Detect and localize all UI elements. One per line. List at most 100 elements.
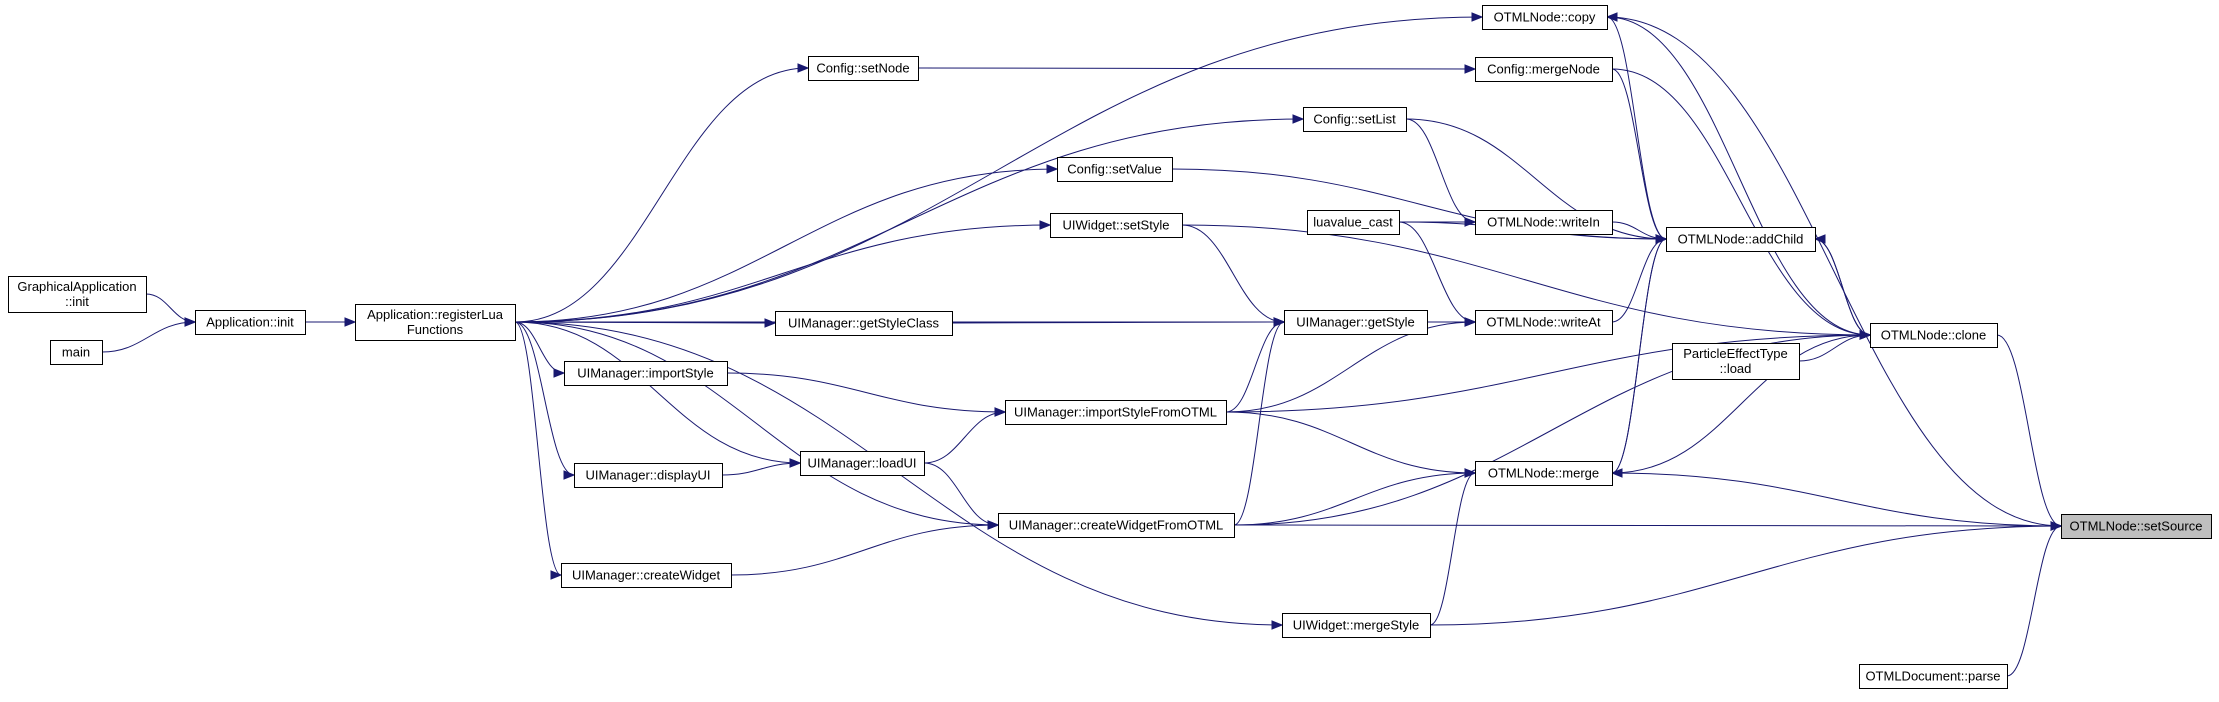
node-box xyxy=(1057,157,1173,182)
node-box xyxy=(195,310,306,335)
node-box xyxy=(1672,343,1800,380)
edge-line xyxy=(1814,238,1871,336)
edge-register-lua-to-uimanager-getstyleclass xyxy=(514,318,777,328)
edge-uimanager-loadui-to-uimanager-importstylefromotml xyxy=(923,407,1007,464)
edge-uiwidget-mergestyle-to-setsource xyxy=(1429,521,2063,626)
node-box xyxy=(2061,514,2212,539)
edge-line xyxy=(1798,334,1871,362)
edge-register-lua-to-config-setvalue xyxy=(514,164,1059,323)
arrowhead-icon xyxy=(184,317,197,327)
node-uimanager-getstyleclass[interactable]: UIManager::getStyleClass xyxy=(775,311,953,336)
edge-register-lua-to-uimanager-createwidget xyxy=(514,321,563,580)
edge-line xyxy=(1181,224,1871,336)
node-otml-copy[interactable]: OTMLNode::copy xyxy=(1482,5,1608,30)
arrowhead-icon xyxy=(1813,234,1826,244)
node-label: UIManager::createWidgetFromOTML xyxy=(1009,518,1224,533)
arrowhead-icon xyxy=(1046,164,1059,174)
edge-particle-load-to-otml-clone xyxy=(1798,330,1872,362)
node-config-setlist[interactable]: Config::setList xyxy=(1303,107,1407,132)
node-otml-writeat[interactable]: OTMLNode::writeAt xyxy=(1475,310,1613,335)
node-uimanager-displayui[interactable]: UIManager::displayUI xyxy=(574,463,723,488)
node-uimanager-importstyle[interactable]: UIManager::importStyle xyxy=(564,361,728,386)
node-otml-writein[interactable]: OTMLNode::writeIn xyxy=(1475,210,1613,235)
node-label: OTMLNode::copy xyxy=(1494,10,1596,25)
node-otmldocument-parse[interactable]: OTMLDocument::parse xyxy=(1859,664,2008,689)
edge-line xyxy=(514,16,1483,323)
edge-uimanager-createwidgetfromotml-to-otml-merge xyxy=(1233,468,1477,526)
edge-line xyxy=(923,411,1006,464)
node-label: UIWidget::mergeStyle xyxy=(1293,618,1419,633)
edge-config-mergenode-to-otml-addchild xyxy=(1611,68,1668,244)
edge-otmldocument-parse-to-setsource xyxy=(2006,521,2063,677)
node-otml-clone[interactable]: OTMLNode::clone xyxy=(1870,323,1998,348)
node-graphical-init[interactable]: GraphicalApplication::init xyxy=(8,276,147,313)
node-box xyxy=(1475,210,1613,235)
edge-otml-clone-to-setsource xyxy=(1996,334,2063,531)
node-config-mergenode[interactable]: Config::mergeNode xyxy=(1475,57,1613,82)
node-label: UIManager::importStyle xyxy=(577,366,714,381)
node-box xyxy=(998,513,1235,538)
edge-line xyxy=(1398,221,1476,323)
node-uimanager-loadui[interactable]: UIManager::loadUI xyxy=(800,451,925,476)
edge-line xyxy=(1225,334,1871,413)
node-uiwidget-setstyle[interactable]: UIWidget::setStyle xyxy=(1050,213,1183,238)
node-box xyxy=(1870,323,1998,348)
node-main[interactable]: main xyxy=(50,340,103,365)
edge-uimanager-createwidget-to-uimanager-createwidgetfromotml xyxy=(730,520,1000,576)
node-otml-addchild[interactable]: OTMLNode::addChild xyxy=(1666,227,1816,252)
node-setsource[interactable]: OTMLNode::setSource xyxy=(2061,514,2212,539)
node-box xyxy=(1482,5,1608,30)
node-uimanager-createwidget[interactable]: UIManager::createWidget xyxy=(561,563,732,588)
node-box xyxy=(1475,57,1613,82)
edge-line xyxy=(514,118,1304,323)
arrowhead-icon xyxy=(789,458,802,468)
node-box xyxy=(574,463,723,488)
edge-line xyxy=(514,321,776,324)
node-box xyxy=(1475,461,1613,486)
edge-line xyxy=(1233,321,1285,526)
edge-line xyxy=(726,372,1006,413)
node-luavalue-cast[interactable]: luavalue_cast xyxy=(1307,210,1400,235)
node-uiwidget-mergestyle[interactable]: UIWidget::mergeStyle xyxy=(1282,613,1431,638)
edge-line xyxy=(730,524,999,576)
node-particle-load[interactable]: ParticleEffectType::load xyxy=(1672,343,1800,380)
node-uimanager-importstylefromotml[interactable]: UIManager::importStyleFromOTML xyxy=(1005,400,1227,425)
node-label: Config::setList xyxy=(1313,112,1396,127)
node-box xyxy=(1050,213,1183,238)
node-config-setvalue[interactable]: Config::setValue xyxy=(1057,157,1173,182)
edge-line xyxy=(1606,16,1871,336)
node-box xyxy=(1475,310,1613,335)
edge-line xyxy=(1611,68,1667,240)
node-box xyxy=(1307,210,1400,235)
edge-line xyxy=(1611,238,1667,474)
node-label: UIManager::getStyle xyxy=(1296,315,1415,330)
edge-register-lua-to-otml-copy xyxy=(514,12,1484,323)
arrowhead-icon xyxy=(1471,12,1484,22)
edge-line xyxy=(1225,321,1476,413)
edge-register-lua-to-uimanager-displayui xyxy=(514,321,576,480)
node-label: UIManager::loadUI xyxy=(807,456,916,471)
node-uimanager-createwidgetfromotml[interactable]: UIManager::createWidgetFromOTML xyxy=(998,513,1235,538)
edge-line xyxy=(1611,334,1871,474)
edge-line xyxy=(1405,118,1667,240)
node-label: OTMLNode::writeIn xyxy=(1487,215,1600,230)
edge-register-lua-to-uiwidget-setstyle xyxy=(514,220,1052,323)
edge-line xyxy=(923,462,999,526)
arrowhead-icon xyxy=(563,470,576,480)
node-label: UIManager::getStyleClass xyxy=(788,316,940,331)
node-uimanager-getstyle[interactable]: UIManager::getStyle xyxy=(1284,310,1428,335)
edge-line xyxy=(1611,238,1667,323)
arrowhead-icon xyxy=(1859,330,1872,340)
edge-line xyxy=(1611,68,1871,336)
node-label: Config::mergeNode xyxy=(1487,62,1600,77)
edge-config-setnode-to-config-mergenode xyxy=(917,64,1477,74)
edge-register-lua-to-uimanager-loadui xyxy=(514,321,802,468)
edge-otml-clone-to-otml-addchild xyxy=(1813,234,1871,336)
node-otml-merge[interactable]: OTMLNode::merge xyxy=(1475,461,1613,486)
node-label: OTMLNode::clone xyxy=(1881,328,1987,343)
node-app-init[interactable]: Application::init xyxy=(195,310,306,335)
edge-line xyxy=(721,462,801,476)
node-config-setnode[interactable]: Config::setNode xyxy=(808,56,919,81)
